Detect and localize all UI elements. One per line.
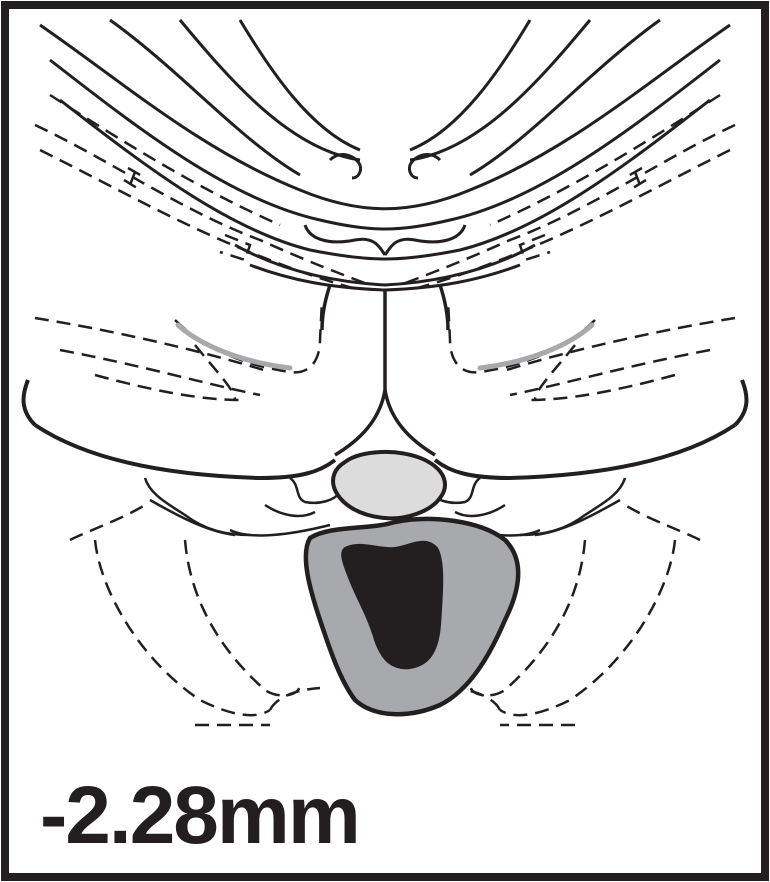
cortical-layers [40, 20, 730, 290]
midline-nucleus [333, 452, 445, 518]
midline-structures [322, 285, 448, 455]
stereotaxic-level-label: -2.28mm [40, 775, 359, 857]
panel-frame [5, 5, 765, 877]
